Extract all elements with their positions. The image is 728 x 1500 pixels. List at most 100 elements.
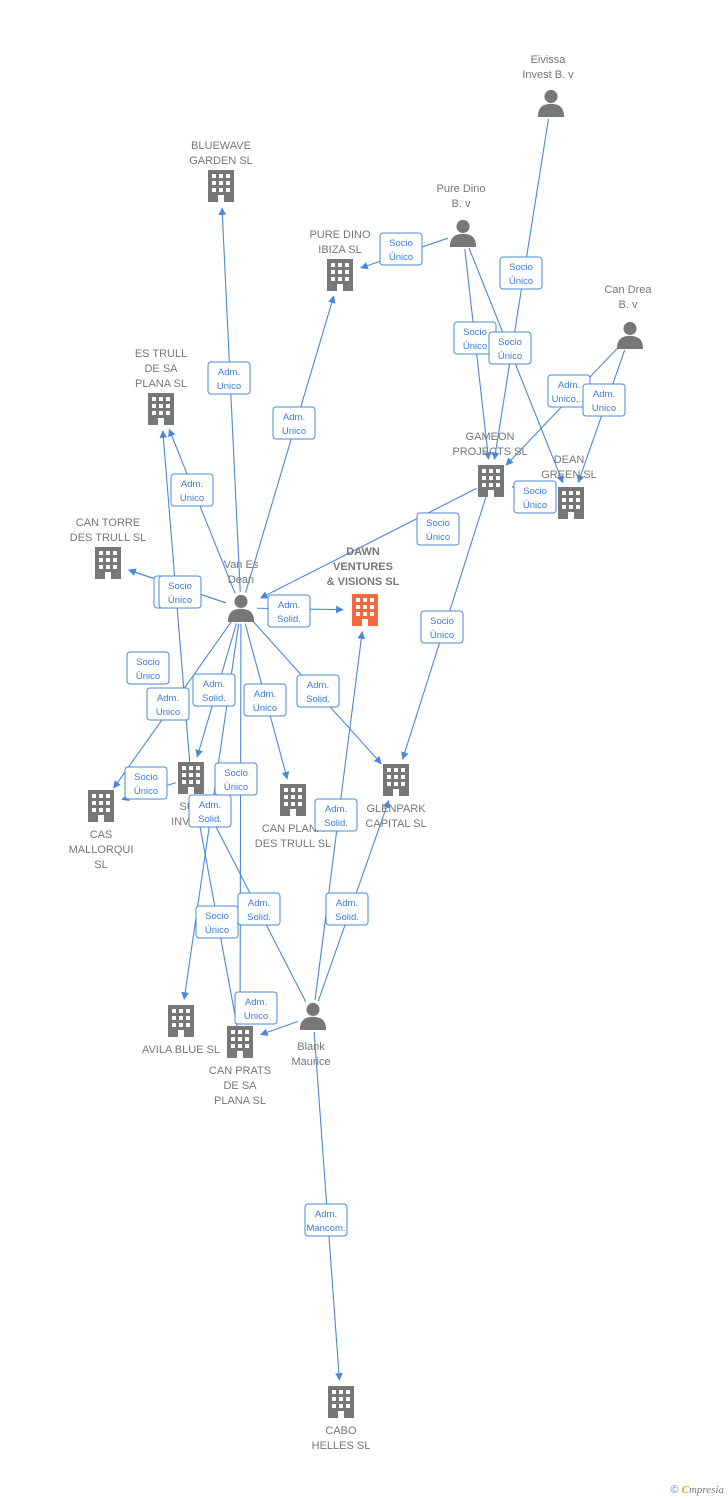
edges-layer xyxy=(113,118,626,1381)
edge-label-text: Socio xyxy=(134,772,158,783)
footer-credit: © Cmpresia xyxy=(670,1484,724,1496)
edge-label-23[interactable]: Adm.Solid. xyxy=(325,892,369,926)
edge-label-14[interactable]: Adm.Unico xyxy=(146,687,190,721)
node-label: MALLORQUI xyxy=(69,844,134,856)
edge-label-text: Único xyxy=(168,595,192,606)
edge-label-text: Socio xyxy=(430,616,454,627)
node-label: GLENPARK xyxy=(366,803,426,815)
edge-label-text: Adm. xyxy=(199,800,221,811)
edge-label-13[interactable]: Adm.Solid. xyxy=(267,594,311,628)
edge-label-16[interactable]: Adm. Unico xyxy=(243,683,287,717)
edge-label-box xyxy=(314,798,358,832)
edge-label-box xyxy=(146,687,190,721)
person-icon xyxy=(299,1002,327,1030)
node-label: & VISIONS SL xyxy=(327,576,400,588)
brand-logo[interactable]: Cmpresia xyxy=(681,1484,724,1496)
edge-label-text: Socio xyxy=(463,327,487,338)
edge-blank-canprats xyxy=(259,1020,299,1036)
edge-label-5[interactable]: Adm.Unico xyxy=(582,383,626,417)
node-label: CAPITAL SL xyxy=(365,818,426,830)
edge-label-19[interactable]: Adm. Unico xyxy=(234,991,278,1025)
node-label: PROJECTS SL xyxy=(452,446,527,458)
node-avila[interactable]: AVILA BLUE SL xyxy=(142,1005,220,1056)
edge-label-9[interactable]: Adm.Unico xyxy=(207,361,251,395)
edge-label-text: Único xyxy=(430,630,454,641)
edge-label-text: Adm. xyxy=(336,898,358,909)
node-label: BLUEWAVE xyxy=(191,140,251,152)
building-icon xyxy=(208,170,234,202)
edge-vanes-estrull xyxy=(168,428,236,594)
edge-label-box xyxy=(304,1203,348,1237)
edge-label-text: Unico xyxy=(244,1011,268,1022)
edge-label-text: Adm. xyxy=(278,600,300,611)
person-icon xyxy=(616,321,644,349)
person-icon xyxy=(537,89,565,117)
edge-label-text: Adm. xyxy=(315,1209,337,1220)
edge-label-text: Único xyxy=(463,341,487,352)
edge-label-22[interactable]: Adm.Solid. xyxy=(314,798,358,832)
node-glenpark[interactable]: GLENPARK CAPITAL SL xyxy=(365,764,427,830)
building-icon xyxy=(558,487,584,519)
edge-label-25[interactable]: Adm.Solid. xyxy=(237,892,281,926)
edge-vanes-bluewave xyxy=(218,207,241,593)
edge-label-11[interactable]: Adm.Unico xyxy=(170,473,214,507)
edge-label-text: Solid. xyxy=(324,818,348,829)
edge-label-text: Unico xyxy=(253,703,277,714)
edge-label-text: Unico xyxy=(592,403,616,414)
edge-label-box xyxy=(488,331,532,365)
edge-label-text: Único xyxy=(136,671,160,682)
edge-label-text: Socio xyxy=(205,911,229,922)
edge-label-box xyxy=(420,610,464,644)
edge-gameon-vanes xyxy=(259,487,477,599)
node-label: Pure Dino xyxy=(437,183,486,195)
node-label: B. v xyxy=(452,198,471,210)
edge-label-box xyxy=(158,575,202,609)
edge-label-26[interactable]: Adm.Mancom. xyxy=(304,1203,348,1237)
node-label: CAN TORRE xyxy=(76,517,140,529)
edge-label-text: Solid. xyxy=(202,693,226,704)
edge-label-17[interactable]: Adm.Solid. xyxy=(296,674,340,708)
edge-label-text: Único xyxy=(389,252,413,263)
edge-label-text: Adm. xyxy=(248,898,270,909)
edge-label-text: Único xyxy=(509,276,533,287)
node-puredino_p[interactable]: Pure Dino B. v xyxy=(437,183,486,247)
building-icon xyxy=(328,1386,354,1418)
node-label: CAS xyxy=(90,829,113,841)
edge-label-text: Socio xyxy=(168,581,192,592)
building-icon xyxy=(383,764,409,796)
edge-vanes-canprats xyxy=(236,623,244,1021)
edge-label-text: Adm. xyxy=(254,689,276,700)
edge-label-24[interactable]: Adm.Solid. xyxy=(188,794,232,828)
edge-label-text: Adm. xyxy=(245,997,267,1008)
edge-label-15[interactable]: Adm.Solid. xyxy=(192,673,236,707)
edge-label-10[interactable]: Adm.Unico xyxy=(272,406,316,440)
